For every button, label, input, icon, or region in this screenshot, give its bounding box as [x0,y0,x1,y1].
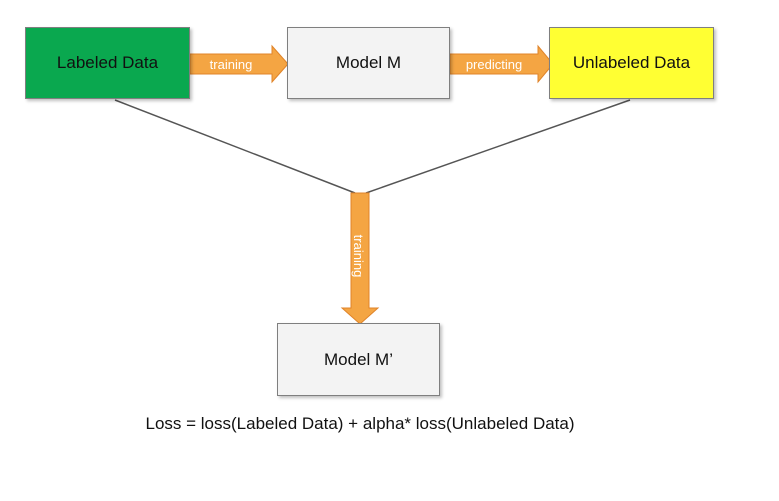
loss-formula: Loss = loss(Labeled Data) + alpha* loss(… [145,414,575,433]
arrow-predicting [449,44,554,84]
line-unlabeled-to-center [365,99,631,194]
arrow-training-top [189,44,289,84]
node-label: Model M’ [324,349,393,369]
line-labeled-to-center [114,99,356,194]
node-labeled-data: Labeled Data [25,27,190,99]
node-label: Unlabeled Data [572,53,691,72]
edge-label-training-down: training [351,234,367,278]
edge-label-training-top: training [209,56,253,72]
edge-label-predicting: predicting [465,56,523,72]
node-model-m: Model M [287,27,450,99]
node-label: Model M [335,53,402,72]
node-unlabeled-data: Unlabeled Data [549,27,714,99]
node-model-m-prime: Model M’ [277,323,440,396]
node-label: Labeled Data [56,53,159,72]
arrow-training-down [340,192,380,325]
